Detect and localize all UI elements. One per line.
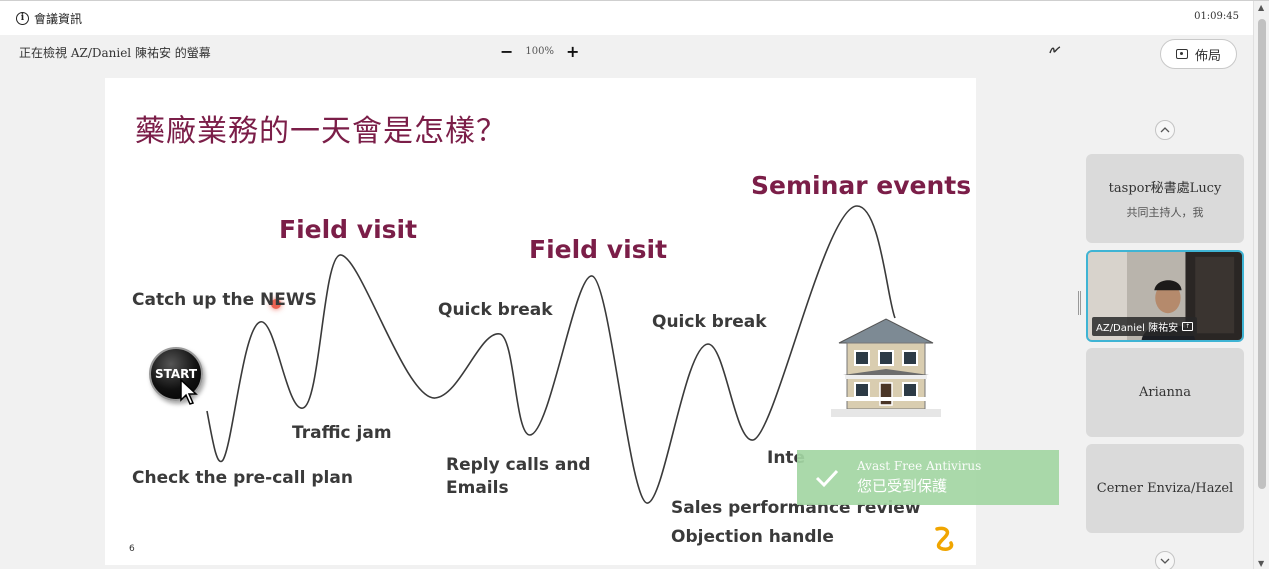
screen-share-icon: ↑	[1182, 322, 1194, 331]
vertical-scrollbar[interactable]: ▲ ▼	[1253, 1, 1269, 569]
label-reply-calls: Reply calls and	[446, 455, 591, 475]
scroll-up-chevron-icon[interactable]	[1155, 120, 1175, 140]
mouse-cursor-icon	[180, 378, 198, 405]
label-field-visit-2: Field visit	[529, 235, 668, 264]
participant-name: Arianna	[1138, 385, 1191, 400]
participant-role: 共同主持人，我	[1126, 206, 1204, 219]
scroll-down-arrow-icon[interactable]: ▼	[1258, 559, 1265, 568]
top-bar: i 會議資訊 01:09:45	[0, 1, 1253, 35]
label-field-visit-1: Field visit	[279, 215, 418, 244]
meeting-info-label: 會議資訊	[34, 11, 83, 26]
scrollbar-thumb[interactable]	[1258, 19, 1266, 489]
label-objection-handle: Objection handle	[671, 527, 834, 547]
house-icon	[831, 318, 941, 417]
zoom-controls: − 100% +	[500, 41, 579, 61]
participant-tile[interactable]: Cerner Enviza/Hazel	[1086, 444, 1244, 533]
shared-screen-slide: 藥廠業務的一天會是怎樣？ Field visit Field visit Sem…	[105, 78, 976, 565]
astrazeneca-logo-icon	[935, 526, 954, 551]
label-check-pre-call-plan: Check the pre-call plan	[132, 468, 353, 488]
participant-name: Cerner Enviza/Hazel	[1096, 481, 1234, 496]
zoom-level: 100%	[525, 45, 554, 57]
layout-button[interactable]: 佈局	[1160, 39, 1237, 69]
participant-tile[interactable]: Arianna	[1086, 348, 1244, 437]
participant-tile[interactable]: taspor秘書處Lucy 共同主持人，我	[1086, 154, 1244, 243]
slide-title: 藥廠業務的一天會是怎樣？	[135, 114, 507, 149]
start-badge: START	[149, 347, 203, 401]
label-seminar-events: Seminar events	[751, 171, 972, 200]
label-inte: Inte	[767, 448, 806, 468]
zoom-in-button[interactable]: +	[566, 41, 580, 61]
label-catch-up-news: Catch up the NEWS	[132, 290, 317, 310]
meeting-info-button[interactable]: i 會議資訊	[16, 9, 82, 27]
screen-share-toolbar: 正在檢視 AZ/Daniel 陳祐安 的螢幕 − 100% + 佈局	[0, 35, 1253, 73]
viewing-status-text: 正在檢視 AZ/Daniel 陳祐安 的螢幕	[19, 46, 211, 60]
participant-name: AZ/Daniel 陳祐安	[1096, 323, 1179, 334]
checkmark-icon	[815, 469, 839, 487]
layout-icon	[1175, 49, 1188, 59]
panel-resize-handle[interactable]	[1078, 291, 1081, 315]
slide-page-number: 6	[129, 544, 135, 554]
label-emails: Emails	[446, 478, 509, 498]
annotate-icon[interactable]	[1049, 44, 1061, 58]
video-name-label: AZ/Daniel 陳祐安 ↑	[1092, 317, 1198, 336]
participant-tile-active-video[interactable]: AZ/Daniel 陳祐安 ↑	[1086, 250, 1244, 342]
zoom-out-button[interactable]: −	[500, 41, 514, 61]
info-icon: i	[16, 11, 29, 25]
antivirus-notification[interactable]: Avast Free Antivirus 您已受到保護	[797, 450, 1059, 505]
scroll-up-arrow-icon[interactable]: ▲	[1258, 3, 1265, 12]
scroll-down-chevron-icon[interactable]	[1155, 551, 1175, 569]
notification-message: 您已受到保護	[857, 477, 948, 495]
day-curve-line	[206, 205, 896, 504]
label-quick-break-2: Quick break	[652, 312, 767, 332]
participant-name: taspor秘書處Lucy	[1108, 181, 1222, 196]
notification-product: Avast Free Antivirus	[857, 459, 982, 473]
label-traffic-jam: Traffic jam	[292, 423, 392, 443]
laser-pointer	[271, 299, 281, 309]
meeting-clock: 01:09:45	[1194, 11, 1239, 22]
layout-label: 佈局	[1194, 48, 1221, 64]
label-quick-break-1: Quick break	[438, 300, 553, 320]
